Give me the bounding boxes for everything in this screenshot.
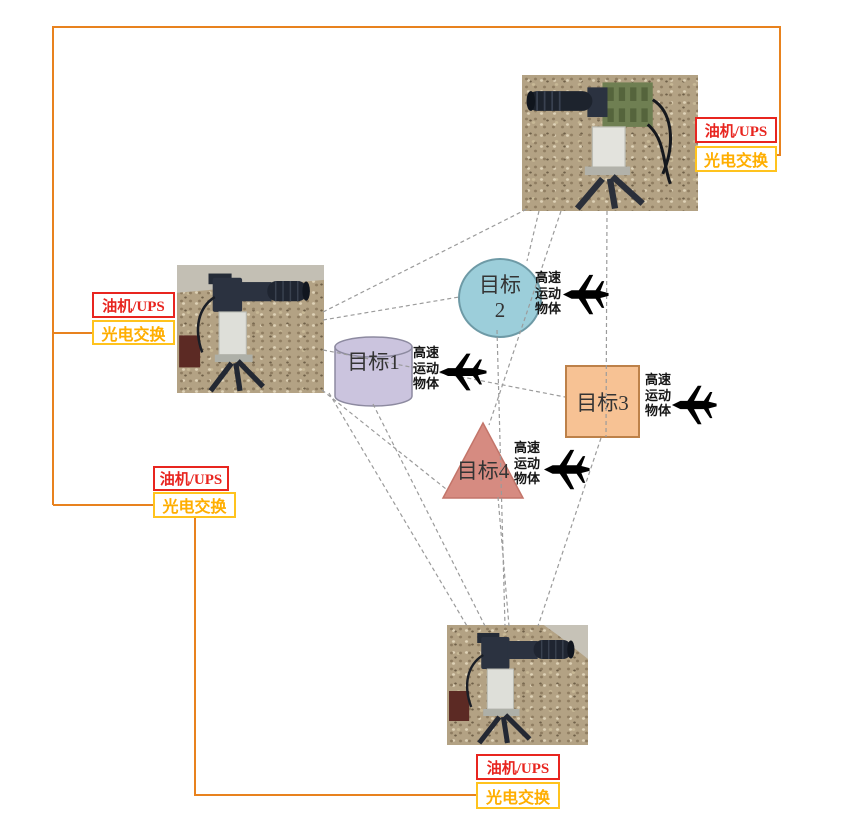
power-ups-label-top-right: 油机/UPS bbox=[695, 117, 777, 143]
fiber-switch-label-left: 光电交换 bbox=[92, 320, 175, 345]
cables bbox=[465, 653, 484, 708]
camera-body bbox=[212, 277, 243, 312]
gimbal-mount bbox=[218, 311, 247, 356]
airplane-icon bbox=[543, 449, 590, 490]
sight-topcam-target2 bbox=[526, 210, 540, 262]
target-1-label: 目标1 bbox=[347, 350, 400, 374]
fiber-switch-label-bottom: 光电交换 bbox=[476, 782, 560, 809]
moving-object-label-3: 高速运动物体 bbox=[645, 372, 672, 418]
camera-lens bbox=[267, 281, 308, 302]
cables bbox=[196, 295, 216, 353]
equipment-case bbox=[179, 335, 201, 368]
gimbal-mount bbox=[591, 126, 626, 169]
power-ups-label-bottom: 油机/UPS bbox=[476, 754, 560, 780]
fiber-switch-label-top-right: 光电交换 bbox=[695, 146, 777, 172]
target-3-square: 目标3 bbox=[565, 365, 640, 438]
fiber-switch-label-mid-left: 光电交换 bbox=[153, 492, 236, 518]
airplane-icon bbox=[439, 353, 487, 391]
airplane-icon bbox=[671, 385, 717, 425]
moving-object-label-2: 高速运动物体 bbox=[535, 270, 562, 316]
tripod bbox=[477, 713, 532, 745]
target-3-label: 目标3 bbox=[576, 390, 629, 415]
tracking-camera-photo-bottom bbox=[447, 625, 588, 745]
target-2-label: 目标 bbox=[479, 273, 521, 297]
camera-body bbox=[481, 637, 510, 669]
camera-lens bbox=[533, 640, 572, 659]
tripod bbox=[208, 359, 265, 393]
target-4-label: 目标4 bbox=[456, 459, 510, 483]
camera-illustration bbox=[177, 265, 324, 393]
power-ups-label-left: 油机/UPS bbox=[92, 292, 175, 318]
tripod bbox=[574, 174, 645, 211]
sight-leftcam-target2 bbox=[322, 296, 460, 321]
gimbal-mount bbox=[486, 668, 514, 710]
equipment-case bbox=[449, 691, 470, 721]
tracking-camera-photo-left bbox=[177, 265, 324, 393]
moving-object-label-4: 高速运动物体 bbox=[514, 440, 541, 486]
airplane-icon bbox=[562, 274, 609, 315]
link-bottom-branch bbox=[194, 518, 476, 796]
road-strip bbox=[543, 625, 588, 659]
power-ups-label-mid-left: 油机/UPS bbox=[153, 466, 229, 491]
tracking-camera-photo-top bbox=[522, 75, 698, 211]
moving-object-label-1: 高速运动物体 bbox=[413, 345, 440, 391]
target-2-label-line2: 2 bbox=[494, 298, 506, 322]
camera-illustration bbox=[449, 625, 588, 745]
target-2-circle: 目标 2 bbox=[458, 258, 542, 338]
camera-illustration bbox=[526, 82, 672, 211]
sight-target4-bottomcam bbox=[497, 496, 510, 627]
